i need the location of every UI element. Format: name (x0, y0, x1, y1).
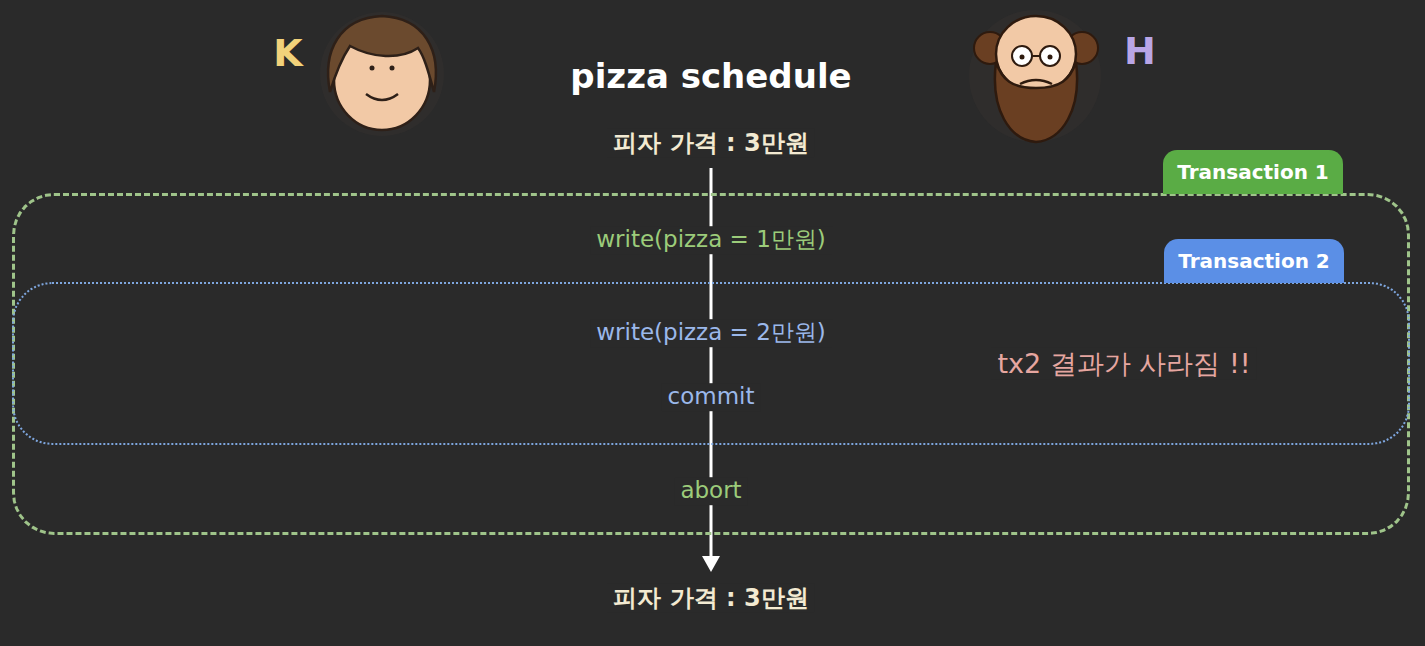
operation-label: commit (662, 383, 761, 411)
operation-label: write(pizza = 2만원) (590, 319, 832, 347)
price-label: 피자 가격 : 3만원 (607, 129, 814, 158)
diagram-title: pizza schedule (564, 56, 857, 97)
transaction-tab: Transaction 1 (1163, 150, 1343, 194)
transaction-tab: Transaction 2 (1164, 239, 1344, 283)
timeline-arrowhead (702, 556, 720, 572)
person-label: K (267, 31, 308, 77)
k-face (320, 12, 444, 136)
price-label: 피자 가격 : 3만원 (607, 584, 814, 613)
h-face (969, 10, 1101, 142)
operation-label: write(pizza = 1만원) (590, 226, 832, 254)
note: tx2 결과가 사라짐 !! (991, 348, 1256, 380)
operation-label: abort (674, 477, 747, 505)
person-label: H (1118, 29, 1162, 75)
